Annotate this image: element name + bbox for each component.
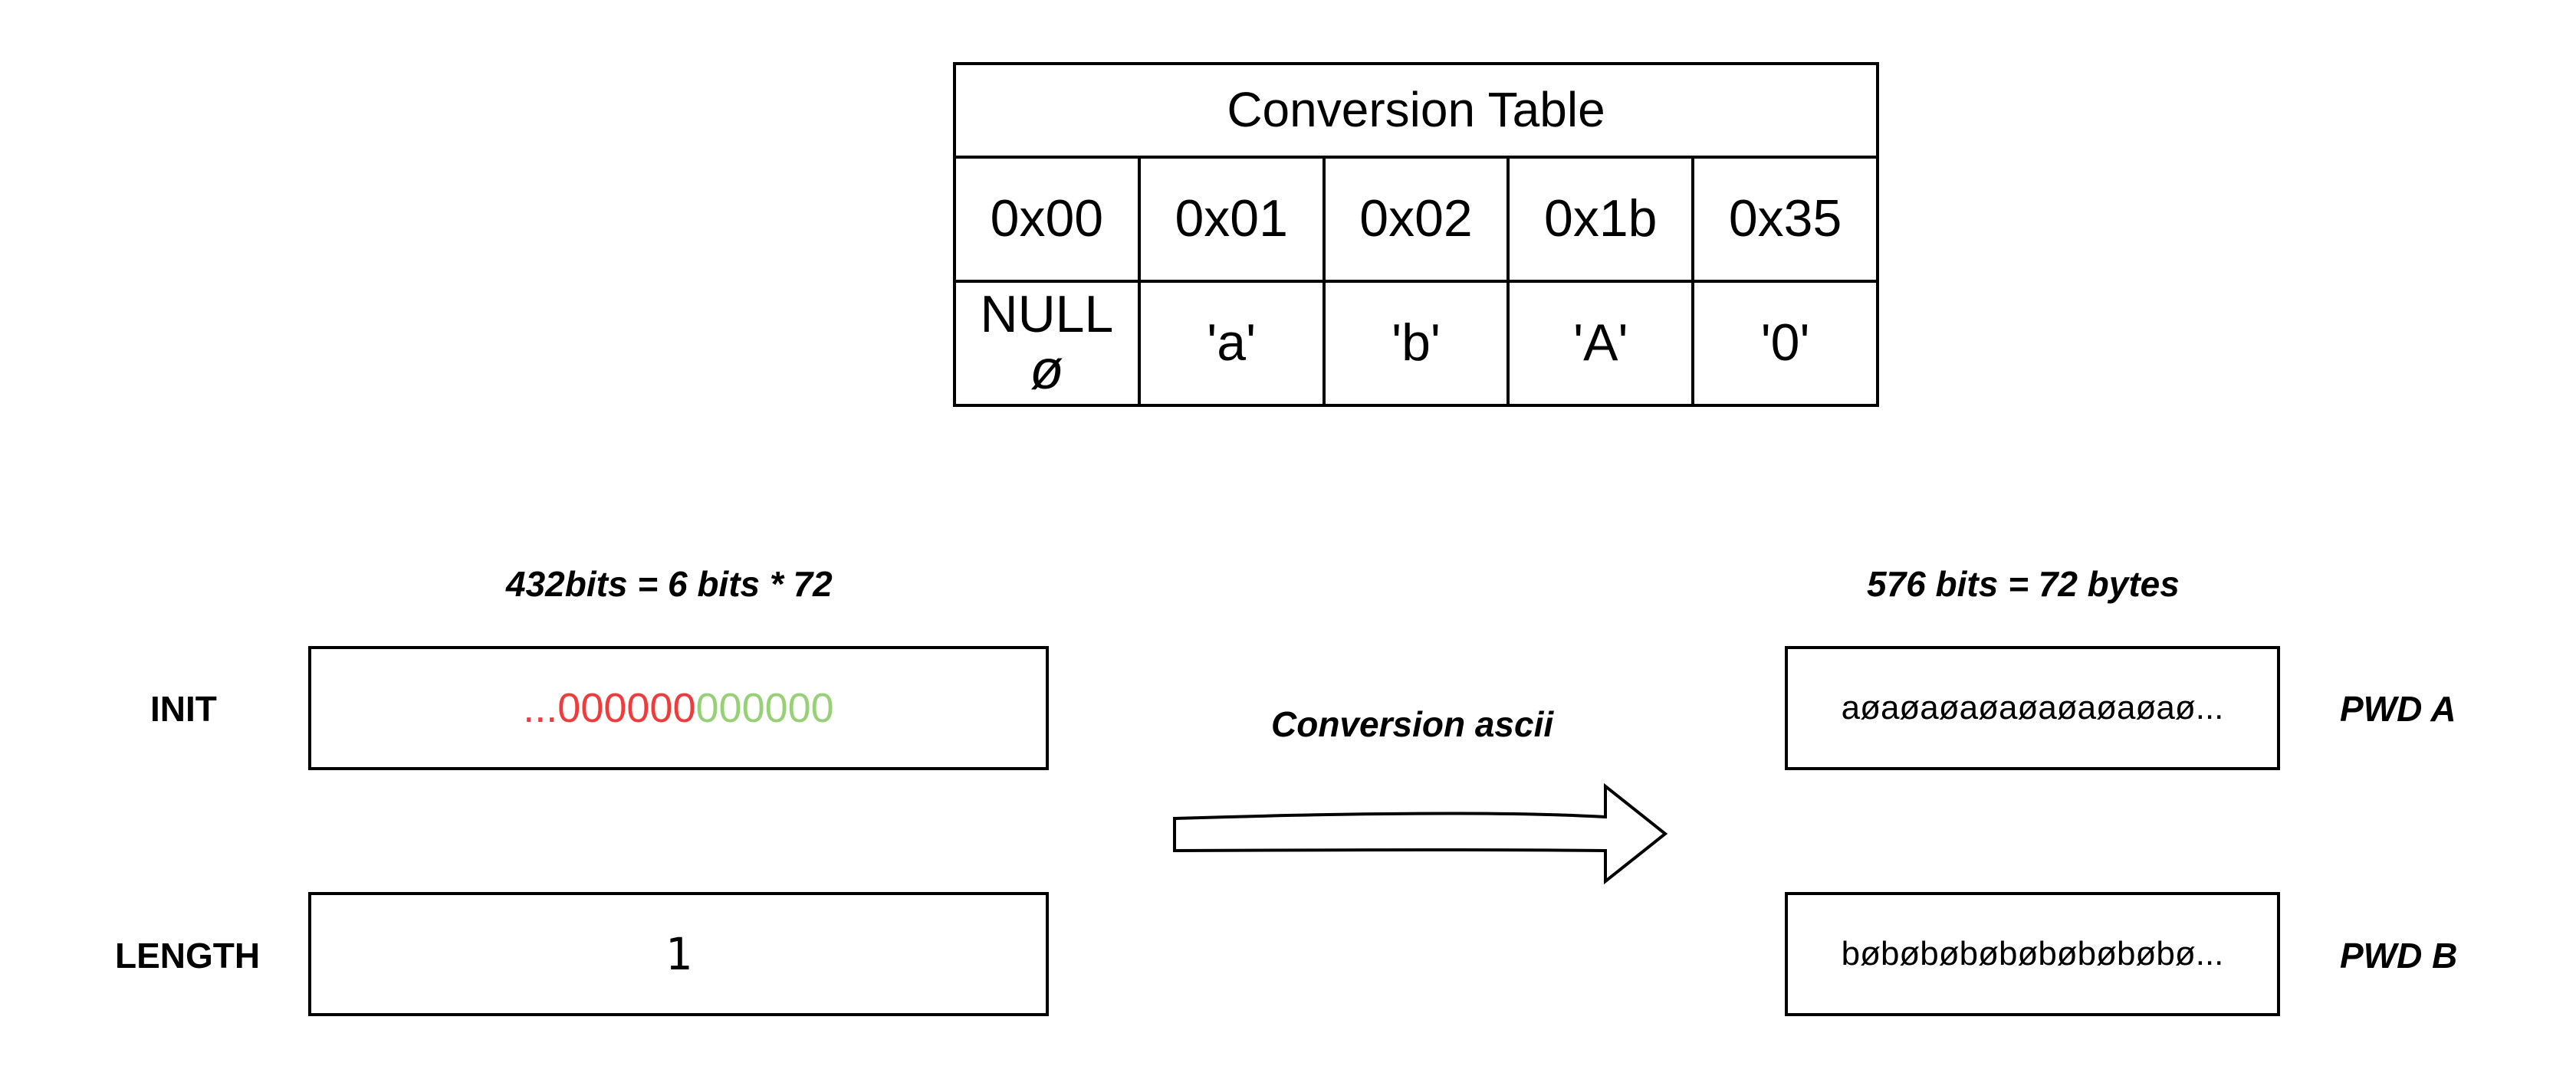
init-value-red: 000000 [557,685,696,731]
char-cell: 'a' [1137,280,1326,407]
hex-cell: 0x02 [1322,156,1510,283]
conversion-label: Conversion ascii [1271,704,1554,744]
null-symbol: ø [1030,339,1064,401]
pwd-b-box: bøbøbøbøbøbøbøbøbø... [1785,892,2280,1016]
init-value-dots: ... [523,685,558,731]
init-label: INIT [150,689,217,729]
char-cell: 'A' [1506,280,1695,407]
null-cell: NULL ø [953,280,1141,407]
char-cell: 'b' [1322,280,1510,407]
length-value: 1 [665,928,692,980]
right-arrow-icon [1173,782,1668,885]
pwd-b-label: PWD B [2340,936,2458,976]
null-text: NULL [980,284,1114,343]
hex-cell: 0x00 [953,156,1141,283]
pwd-a-value: aøaøaøaøaøaøaøaøaø... [1841,689,2224,726]
pwd-a-box: aøaøaøaøaøaøaøaøaø... [1785,646,2280,770]
hex-cell: 0x35 [1691,156,1879,283]
table-title: Conversion Table [953,62,1879,159]
pwd-bits-caption: 576 bits = 72 bytes [1867,564,2180,604]
hex-cell: 0x01 [1137,156,1326,283]
init-bits-caption: 432bits = 6 bits * 72 [506,564,833,604]
table-row-hex: 0x00 0x01 0x02 0x1b 0x35 [953,156,1879,283]
pwd-b-value: bøbøbøbøbøbøbøbøbø... [1841,935,2224,972]
hex-cell: 0x1b [1506,156,1695,283]
pwd-a-label: PWD A [2340,689,2456,729]
init-value-green: 000000 [695,685,834,731]
char-cell: '0' [1691,280,1879,407]
table-row-chars: NULL ø 'a' 'b' 'A' '0' [953,280,1879,407]
conversion-table: Conversion Table 0x00 0x01 0x02 0x1b 0x3… [953,62,1879,407]
length-label: LENGTH [115,936,261,976]
length-box: 1 [308,892,1049,1016]
